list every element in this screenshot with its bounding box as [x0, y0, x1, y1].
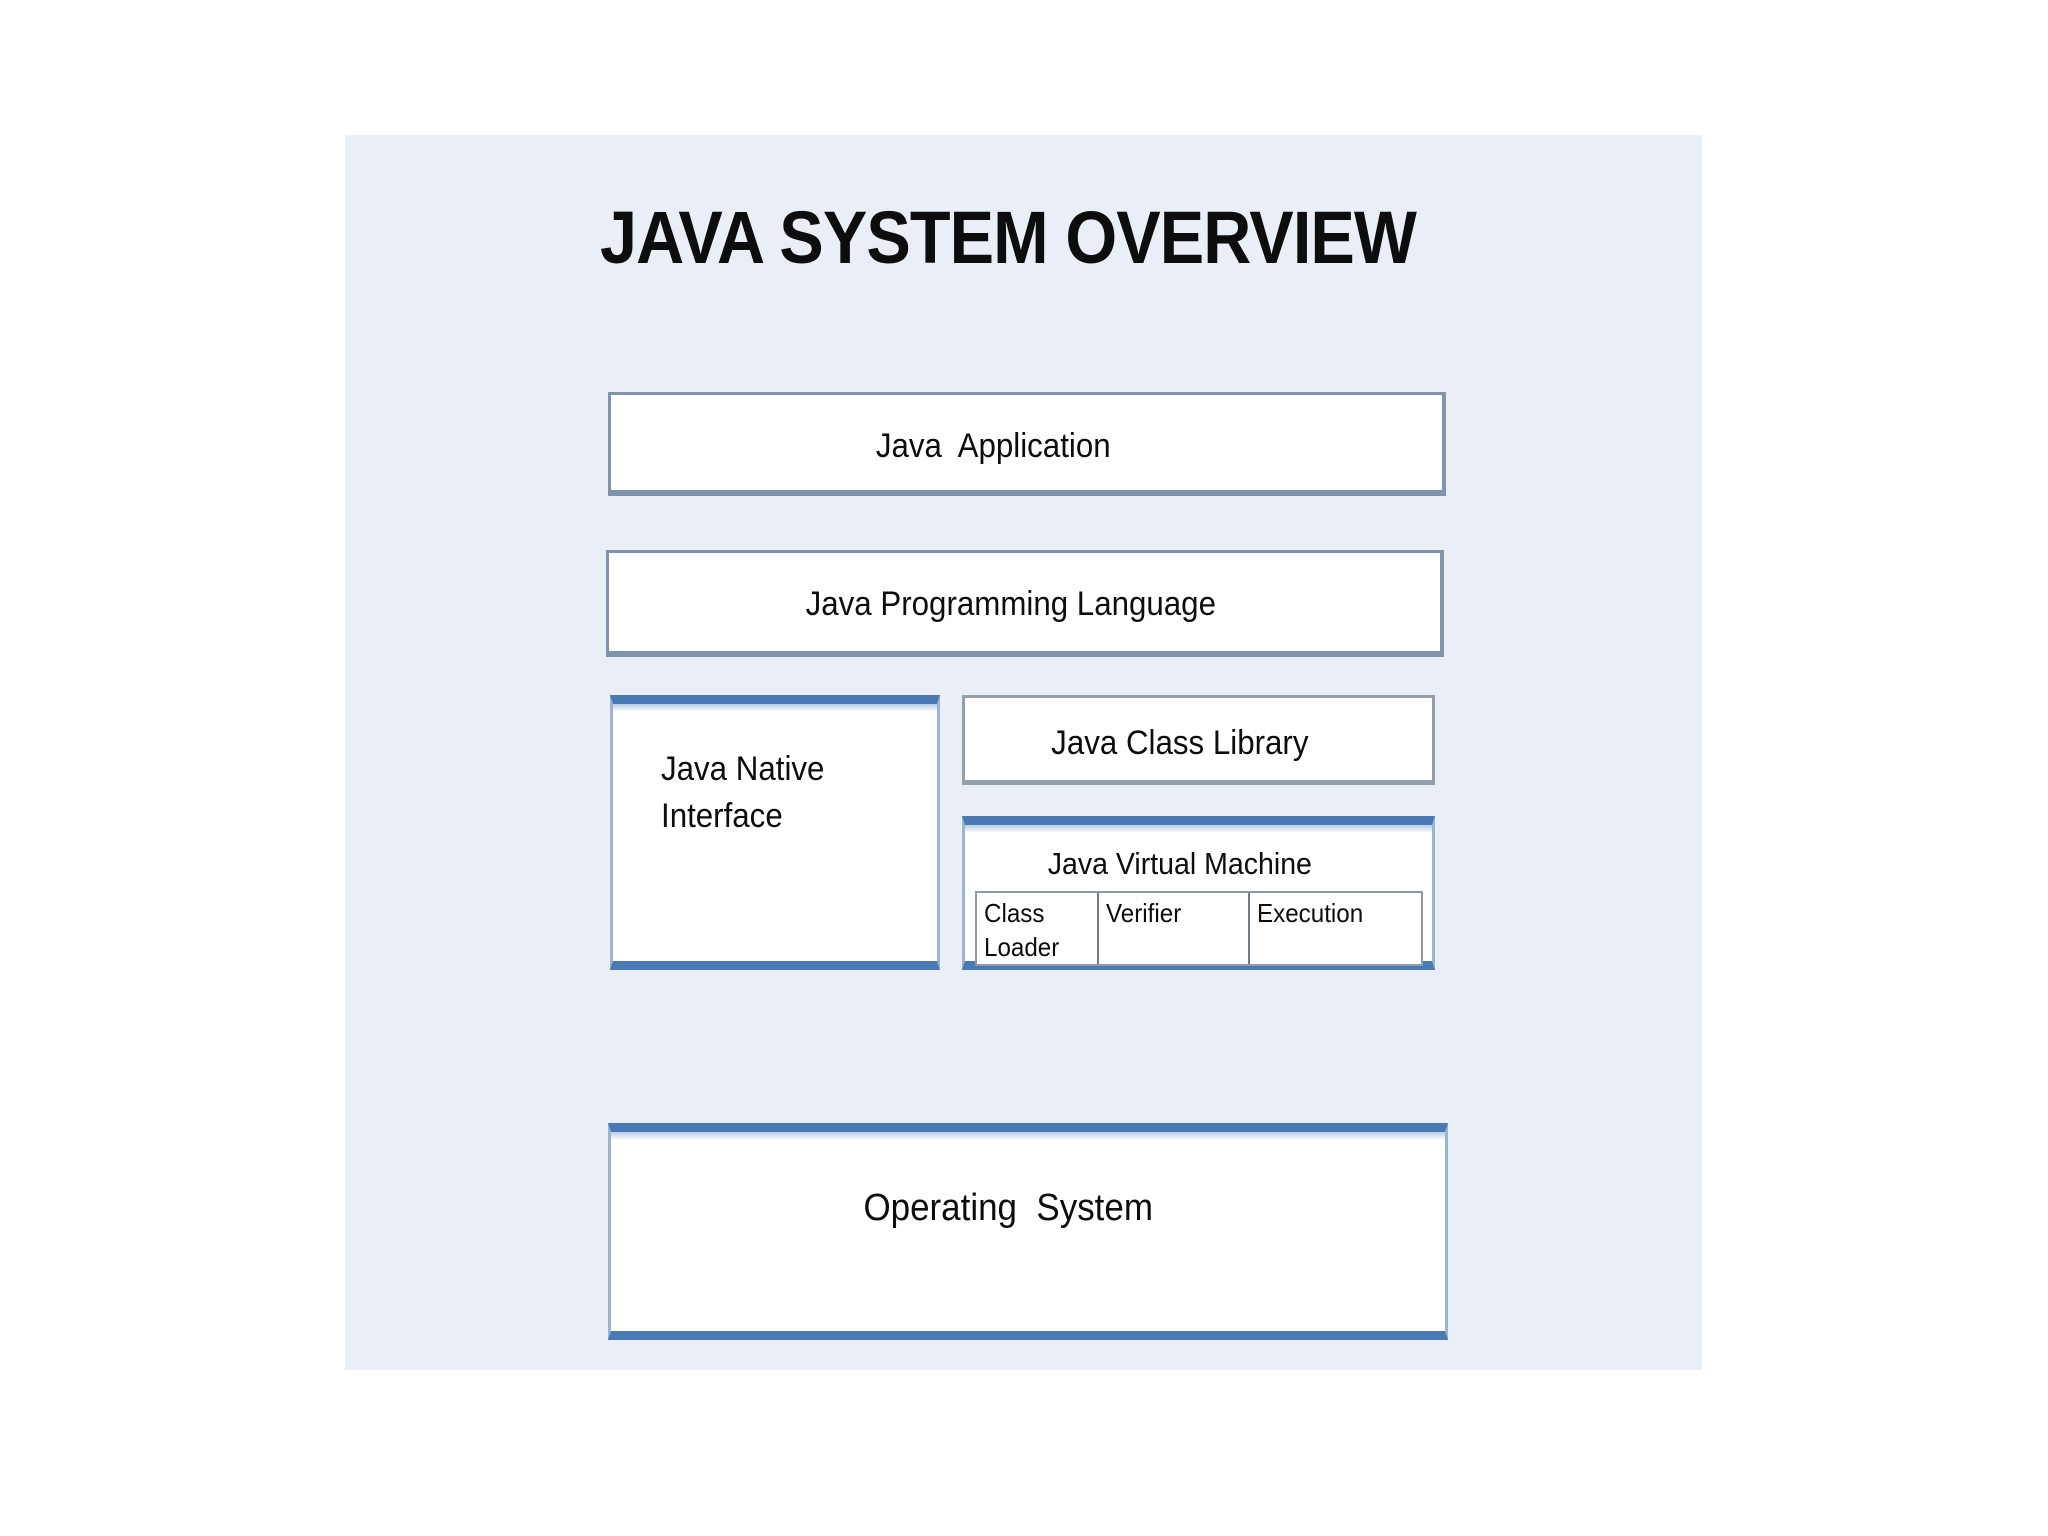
- jvm-component-execution[interactable]: Execution: [1248, 893, 1421, 964]
- layer-label-java-virtual-machine: Java Virtual Machine: [1047, 846, 1312, 881]
- jvm-component-class-loader[interactable]: Class Loader: [977, 893, 1097, 964]
- layer-label-java-application: Java Application: [875, 427, 1111, 465]
- layer-box-java-application[interactable]: Java Application: [608, 392, 1446, 496]
- layer-label-java-native-interface: Java Native Interface: [661, 750, 825, 835]
- layer-label-operating-system: Operating System: [863, 1187, 1153, 1229]
- layer-label-java-class-library: Java Class Library: [1051, 724, 1309, 762]
- layer-box-java-class-library[interactable]: Java Class Library: [962, 695, 1435, 785]
- jvm-component-label-class-loader: Class Loader: [984, 898, 1060, 963]
- slide-canvas: JAVA SYSTEM OVERVIEW Java Application Ja…: [345, 135, 1702, 1370]
- layer-box-operating-system[interactable]: Operating System: [608, 1123, 1448, 1340]
- layer-box-java-virtual-machine[interactable]: Java Virtual Machine Class Loader Verifi…: [962, 816, 1435, 970]
- jvm-component-label-execution: Execution: [1257, 898, 1364, 928]
- layer-box-java-native-interface[interactable]: Java Native Interface: [610, 695, 940, 970]
- jvm-component-label-verifier: Verifier: [1106, 898, 1182, 928]
- jvm-component-table: Class Loader Verifier Execution: [975, 891, 1423, 966]
- page-title: JAVA SYSTEM OVERVIEW: [600, 196, 1417, 279]
- jvm-component-verifier[interactable]: Verifier: [1097, 893, 1248, 964]
- layer-box-java-programming-language[interactable]: Java Programming Language: [606, 550, 1444, 657]
- layer-label-java-programming-language: Java Programming Language: [805, 585, 1216, 623]
